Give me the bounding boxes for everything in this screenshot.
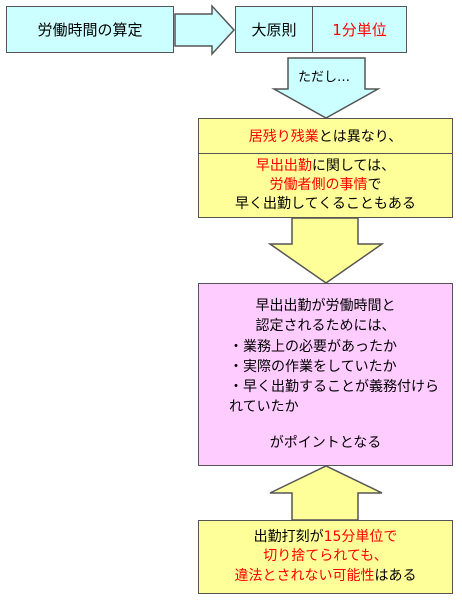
down-arrow-icon	[271, 57, 381, 119]
principle-label: 大原則	[251, 21, 297, 39]
early-attendance-text: 早出出勤に関しては、 労働者側の事情で 早く出勤してくることもある	[235, 158, 416, 212]
down-arrow-icon	[267, 217, 385, 284]
recognition-criteria-box: 早出出勤が労働時間と 認定されるためには、 ・業務上の必要があったか ・実際の作…	[198, 283, 453, 466]
criteria-heading: 早出出勤が労働時間と 認定されるためには、	[255, 298, 396, 335]
unit-box: 1分単位	[312, 6, 407, 53]
calculation-title: 労働時間の算定	[37, 21, 143, 39]
list-item: ・業務上の必要があったか	[229, 339, 397, 355]
clock-in-rounding-box: 出勤打刻が15分単位で 切り捨てられても、 違法とされない可能性はある	[198, 520, 453, 594]
up-arrow-icon	[269, 465, 383, 521]
list-item: ・実際の作業をしていたか	[229, 358, 397, 375]
early-attendance-box: 早出出勤に関しては、 労働者側の事情で 早く出勤してくることもある	[198, 153, 453, 218]
criteria-list: ・業務上の必要があったか ・実際の作業をしていたか ・早く出勤することが義務付け…	[229, 338, 439, 418]
criteria-footer: がポイントとなる	[269, 435, 382, 451]
list-item: ・早く出勤することが義務付けら	[229, 378, 439, 395]
list-item: れていたか	[229, 398, 299, 415]
principle-label-box: 大原則	[235, 6, 313, 53]
right-arrow-icon	[174, 4, 236, 56]
contrast-box: 居残り残業とは異なり、	[198, 118, 453, 154]
unit-value: 1分単位	[332, 21, 387, 39]
contrast-text: 居残り残業とは異なり、	[248, 129, 403, 145]
calculation-title-box: 労働時間の算定	[6, 6, 174, 53]
clock-in-rounding-text: 出勤打刻が15分単位で 切り捨てられても、 違法とされない可能性はある	[234, 528, 417, 584]
however-text: ただし…	[298, 70, 351, 85]
